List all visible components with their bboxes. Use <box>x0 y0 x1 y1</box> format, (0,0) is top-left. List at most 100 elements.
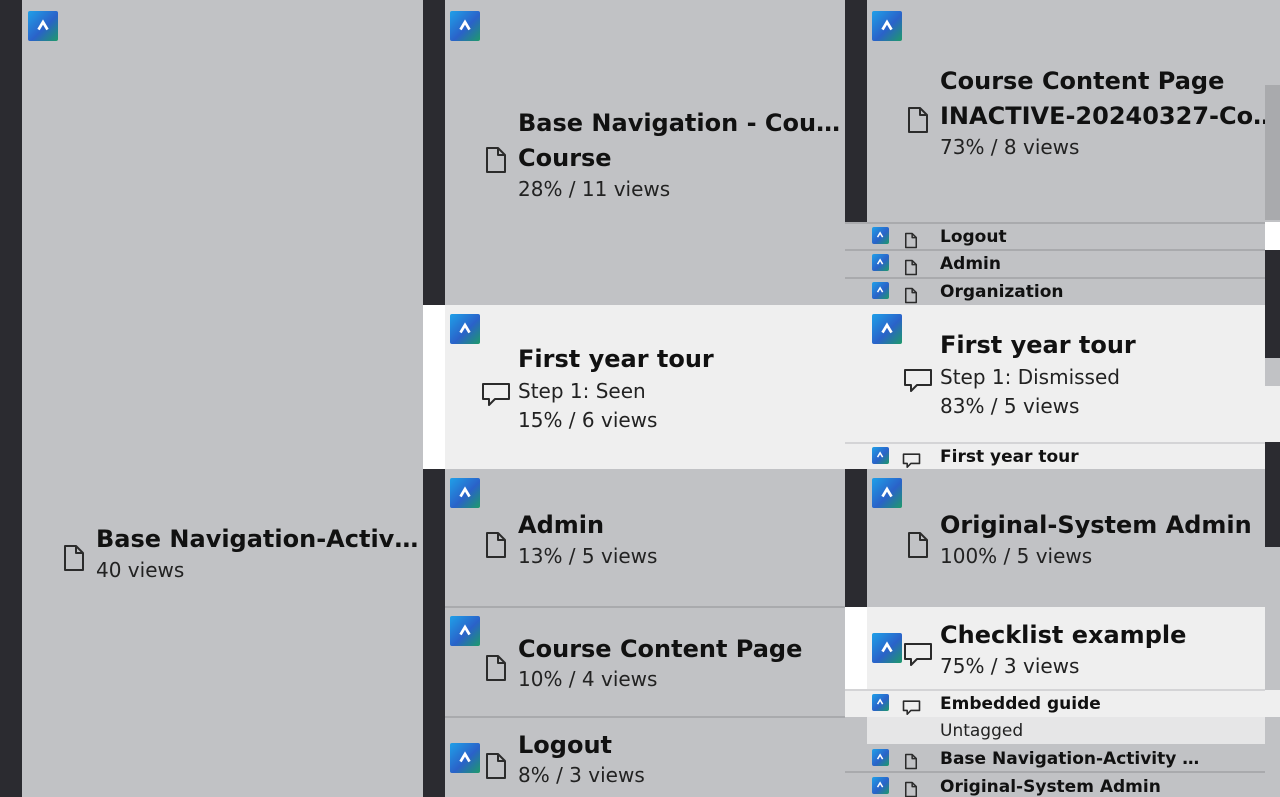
row-first-year-tour[interactable]: First year tour <box>845 444 1265 469</box>
node-first-year-tour-dismissed[interactable]: First year tour Step 1: Dismissed 83% / … <box>845 305 1265 442</box>
app-logo-icon <box>872 694 889 711</box>
node-step: Step 1: Dismissed <box>940 365 1120 389</box>
node-stats: 28% / 11 views <box>518 177 671 201</box>
speech-bubble-icon <box>904 369 932 392</box>
node-title: Logout <box>518 731 613 759</box>
node-stats: 100% / 5 views <box>940 544 1093 568</box>
untagged-gutter <box>845 717 867 744</box>
row-untagged[interactable]: Untagged <box>867 717 1265 744</box>
node-title: Base Navigation - Cours... <box>518 109 845 137</box>
app-logo-icon <box>872 478 902 508</box>
row-embedded-guide[interactable]: Embedded guide <box>845 691 1265 717</box>
app-logo-icon <box>872 447 889 464</box>
divider <box>845 249 1265 251</box>
page-icon <box>904 287 918 304</box>
page-icon <box>904 259 918 276</box>
edge-segment <box>1265 222 1280 250</box>
row-label: Embedded guide <box>940 694 1101 714</box>
app-logo-icon <box>872 227 889 244</box>
row-original-system-admin[interactable]: Original-System Admin <box>845 773 1265 797</box>
divider <box>845 277 1265 279</box>
row-label: Untagged <box>940 721 1024 741</box>
speech-bubble-icon <box>902 453 921 468</box>
page-icon <box>486 532 506 558</box>
row-label: Admin <box>940 254 1001 274</box>
divider <box>445 606 845 608</box>
node-original-system-admin[interactable]: Original-System Admin 100% / 5 views <box>867 469 1265 607</box>
divider <box>845 442 1265 444</box>
page-icon <box>908 107 928 133</box>
speech-bubble-icon <box>902 700 921 715</box>
speech-bubble-icon <box>904 643 932 666</box>
page-icon <box>486 147 506 173</box>
row-label: Original-System Admin <box>940 777 1161 797</box>
node-course-content-page-inactive[interactable]: Course Content Page INACTIVE-20240327-Co… <box>867 0 1280 222</box>
node-stats: 15% / 6 views <box>518 408 658 432</box>
app-logo-icon <box>450 616 480 646</box>
page-icon <box>904 753 918 770</box>
node-stats: 75% / 3 views <box>940 654 1080 678</box>
divider <box>445 716 845 718</box>
node-stats: 83% / 5 views <box>940 394 1080 418</box>
node-stats: 8% / 3 views <box>518 763 645 787</box>
node-course-content-page[interactable]: Course Content Page 10% / 4 views <box>445 608 845 717</box>
app-logo-icon <box>872 633 902 663</box>
node-stats: 73% / 8 views <box>940 135 1080 159</box>
node-title: First year tour <box>518 345 714 373</box>
edge-segment <box>1265 85 1280 220</box>
app-logo-icon <box>28 11 58 41</box>
row-label: Base Navigation-Activity S... <box>940 749 1205 769</box>
node-title: First year tour <box>940 331 1136 359</box>
app-logo-icon <box>450 11 480 41</box>
edge-segment <box>1265 690 1280 717</box>
divider <box>845 689 1265 691</box>
col1-right-bar <box>423 0 445 305</box>
page-icon <box>64 545 84 571</box>
node-first-year-tour[interactable]: First year tour Step 1: Seen 15% / 6 vie… <box>445 305 845 469</box>
row-label: Organization <box>940 282 1064 302</box>
node-title: Original-System Admin <box>940 511 1252 539</box>
node-title-line2: INACTIVE-20240327-Cou... <box>940 102 1280 130</box>
row-label: First year tour <box>940 447 1079 467</box>
app-logo-icon <box>872 749 889 766</box>
node-title: Course Content Page <box>940 67 1225 95</box>
page-icon <box>904 232 918 249</box>
app-logo-icon <box>450 314 480 344</box>
page-icon <box>486 753 506 779</box>
node-title: Course Content Page <box>518 635 803 663</box>
divider <box>845 222 1265 224</box>
row-organization[interactable]: Organization <box>845 279 1265 305</box>
root-node-views: 40 views <box>96 558 185 582</box>
node-checklist-example[interactable]: Checklist example 75% / 3 views <box>867 607 1265 689</box>
col2-right-bar-mid <box>845 469 867 607</box>
speech-bubble-icon <box>482 383 510 406</box>
node-title: Checklist example <box>940 621 1187 649</box>
page-icon <box>486 655 506 681</box>
row-logout[interactable]: Logout <box>845 224 1265 249</box>
page-icon <box>908 532 928 558</box>
row-admin[interactable]: Admin <box>845 251 1265 277</box>
col1-left-bar <box>0 0 22 797</box>
edge-segment <box>1265 386 1280 442</box>
app-logo-icon <box>872 11 902 41</box>
divider <box>845 771 1265 773</box>
row-base-navigation-activity[interactable]: Base Navigation-Activity S... <box>845 744 1265 771</box>
next-column-edge <box>1265 0 1280 797</box>
app-logo-icon <box>450 478 480 508</box>
app-logo-icon <box>872 314 902 344</box>
col2-left-bar <box>423 469 445 797</box>
edge-segment <box>1265 442 1280 547</box>
row-label: Logout <box>940 227 1007 247</box>
node-title-line2: Course <box>518 144 612 172</box>
app-logo-icon <box>872 254 889 271</box>
node-title: Admin <box>518 511 605 539</box>
app-logo-icon <box>872 777 889 794</box>
node-stats: 10% / 4 views <box>518 667 658 691</box>
node-admin[interactable]: Admin 13% / 5 views <box>445 469 845 607</box>
node-logout[interactable]: Logout 8% / 3 views <box>445 718 845 797</box>
node-step: Step 1: Seen <box>518 379 646 403</box>
node-stats: 13% / 5 views <box>518 544 658 568</box>
node-base-navigation-course[interactable]: Base Navigation - Cours... Course 28% / … <box>445 0 845 305</box>
root-node[interactable]: Base Navigation-Activity S... 40 views <box>22 0 423 797</box>
app-logo-icon <box>450 743 480 773</box>
